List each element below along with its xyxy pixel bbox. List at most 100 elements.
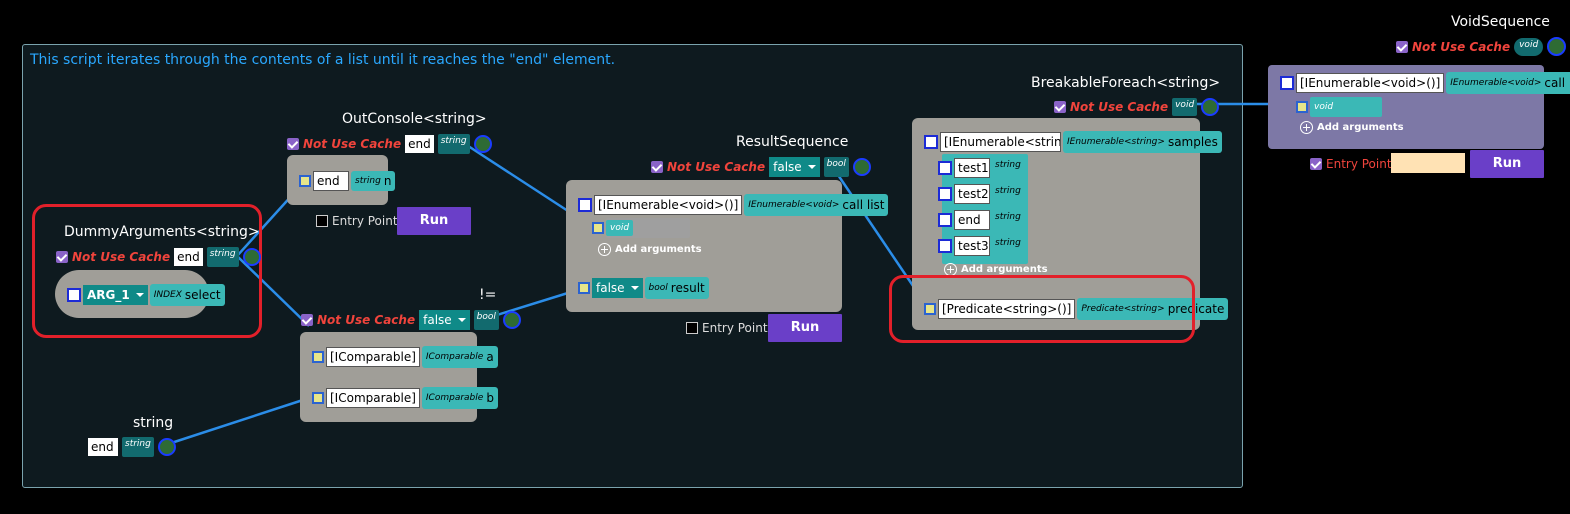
notequal-a-connector[interactable] (312, 351, 324, 363)
string-node-output-port[interactable] (157, 438, 176, 456)
resultsequence-call-list-connector[interactable] (578, 198, 592, 212)
notequal-cache-row: Not Use Cache false bool (301, 310, 521, 330)
sample-item-type: string (995, 186, 1021, 196)
outconsole-arg-connector[interactable] (299, 175, 311, 187)
dummyarguments-title: DummyArguments<string> (64, 224, 260, 240)
predicate-highlight (889, 275, 1195, 343)
outconsole-cache-row: Not Use Cache end string (287, 134, 492, 154)
dummyarguments-highlight (32, 204, 262, 338)
voidsequence-title: VoidSequence (1451, 14, 1550, 30)
outconsole-cache-label: Not Use Cache (303, 137, 402, 151)
outconsole-run-button[interactable]: Run (397, 207, 471, 235)
outconsole-title: OutConsole<string> (342, 111, 487, 127)
sample-item-connector[interactable] (938, 161, 952, 175)
resultsequence-entry-checkbox[interactable] (686, 322, 698, 334)
script-description: This script iterates through the content… (30, 52, 616, 68)
dummyarguments-select-connector[interactable] (67, 288, 81, 302)
dummyarguments-select[interactable]: ARG_1 (83, 285, 148, 305)
chevron-down-icon (630, 286, 639, 290)
voidsequence-cache-label: Not Use Cache (1412, 39, 1511, 54)
notequal-output-port[interactable] (502, 311, 521, 329)
sample-item-type: string (995, 160, 1021, 170)
voidsequence-call-list-field[interactable]: [IEnumerable<void>()] (1296, 73, 1445, 93)
voidsequence-entry-label: Entry Point (1326, 157, 1392, 171)
sample-item-value[interactable]: test2 (954, 184, 990, 204)
foreach-predicate-field[interactable]: [Predicate<string>()] (938, 299, 1076, 319)
notequal-a-field[interactable]: [IComparable] (326, 347, 420, 367)
foreach-output-port[interactable] (1201, 98, 1220, 116)
voidsequence-entry-checkbox[interactable] (1310, 158, 1322, 170)
chevron-down-icon (457, 318, 466, 322)
foreach-cache-checkbox[interactable] (1054, 101, 1066, 113)
voidsequence-cache-checkbox[interactable] (1396, 40, 1408, 53)
voidsequence-entry-input[interactable] (1391, 153, 1465, 173)
foreach-predicate-chip: Predicate<string>predicate (1077, 298, 1229, 320)
voidsequence-item-slot: void (1310, 97, 1382, 117)
wire-dummy-to-notequal-a (236, 255, 310, 327)
outconsole-out-type: string (437, 134, 470, 154)
dummyarguments-cache-label: Not Use Cache (72, 250, 171, 264)
foreach-predicate-connector[interactable] (924, 303, 936, 315)
sample-item-connector[interactable] (938, 187, 952, 201)
string-node-value[interactable]: end (88, 438, 118, 456)
dummyarguments-out-value[interactable]: end (174, 248, 203, 266)
foreach-out-type: void (1172, 98, 1198, 116)
resultsequence-output-port[interactable] (852, 158, 871, 176)
notequal-b-connector[interactable] (312, 392, 324, 404)
resultsequence-cache-label: Not Use Cache (667, 160, 766, 174)
resultsequence-item-connector[interactable] (592, 222, 604, 234)
list-item: test1 string (938, 158, 1024, 178)
foreach-samples-field[interactable]: [IEnumerable<string>( (940, 132, 1061, 152)
resultsequence-out-select[interactable]: false (769, 157, 820, 177)
dummyarguments-cache-checkbox[interactable] (56, 251, 68, 263)
outconsole-entry-checkbox[interactable] (316, 215, 328, 227)
dummyarguments-output-port[interactable] (242, 248, 261, 266)
voidsequence-call-list-connector[interactable] (1280, 76, 1294, 90)
sample-item-value[interactable]: test1 (954, 158, 990, 178)
notequal-cache-checkbox[interactable] (301, 314, 313, 326)
resultsequence-call-list-field[interactable]: [IEnumerable<void>()] (594, 195, 743, 215)
outconsole-out-value[interactable]: end (405, 135, 434, 153)
resultsequence-cache-row: Not Use Cache false bool (651, 157, 871, 177)
foreach-cache-label: Not Use Cache (1070, 100, 1169, 114)
voidsequence-run-button[interactable]: Run (1470, 150, 1544, 178)
voidsequence-output-port[interactable] (1547, 37, 1567, 56)
resultsequence-call-list-chip: IEnumerable<void>call list (744, 194, 889, 216)
sample-item-connector[interactable] (938, 213, 952, 227)
foreach-cache-row: Not Use Cache void (1054, 98, 1220, 116)
outconsole-entry-label: Entry Point (332, 214, 398, 228)
sample-item-type: string (995, 238, 1021, 248)
outconsole-arg-value[interactable]: end (313, 171, 349, 191)
resultsequence-item-slot: void (606, 218, 690, 238)
resultsequence-entry-row: Entry Point (686, 321, 768, 335)
resultsequence-result-select[interactable]: false (592, 278, 643, 298)
foreach-samples-connector[interactable] (924, 135, 938, 149)
dummyarguments-cache-row: Not Use Cache end string (56, 247, 261, 267)
notequal-b-field[interactable]: [IComparable] (326, 388, 420, 408)
sample-item-type: string (995, 212, 1021, 222)
sample-item-connector[interactable] (938, 239, 952, 253)
outconsole-cache-checkbox[interactable] (287, 138, 299, 150)
dummyarguments-out-type: string (206, 247, 239, 267)
chevron-down-icon (807, 165, 816, 169)
string-node-title: string (133, 415, 174, 431)
voidsequence-item-connector[interactable] (1296, 101, 1308, 113)
sample-item-value[interactable]: test3 (954, 236, 990, 256)
outconsole-entry-row: Entry Point (316, 214, 398, 228)
resultsequence-result-connector[interactable] (578, 282, 590, 294)
notequal-out-select[interactable]: false (419, 310, 470, 330)
voidsequence-add-arguments[interactable]: Add arguments (1300, 121, 1404, 134)
resultsequence-run-button[interactable]: Run (768, 314, 842, 342)
sample-item-value[interactable]: end (954, 210, 990, 230)
resultsequence-cache-checkbox[interactable] (651, 161, 663, 173)
notequal-out-type: bool (473, 310, 499, 330)
resultsequence-add-arguments[interactable]: Add arguments (598, 243, 702, 256)
string-node-type: string (122, 437, 154, 457)
outconsole-output-port[interactable] (473, 135, 492, 153)
